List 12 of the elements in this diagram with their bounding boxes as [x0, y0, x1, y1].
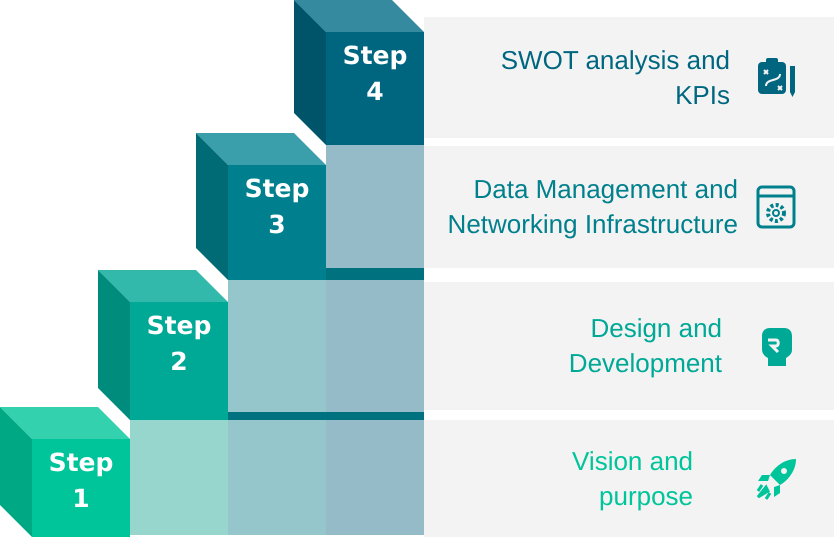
step-description-band — [424, 420, 834, 537]
step-description: SWOT analysis and KPIs — [500, 44, 730, 112]
step-description-band — [424, 282, 834, 410]
step-description: Data Management and Networking Infrastructure — [446, 173, 738, 241]
step-description-band — [424, 146, 834, 268]
step-label: Step 4 — [342, 40, 408, 108]
step-description-band — [424, 17, 834, 138]
step-label: Step 3 — [244, 173, 310, 241]
step-label: Step 1 — [48, 447, 114, 515]
step-label: Step 2 — [146, 310, 212, 378]
step-description: Design and Development — [568, 312, 722, 380]
step-description: Vision and purpose — [571, 444, 693, 512]
